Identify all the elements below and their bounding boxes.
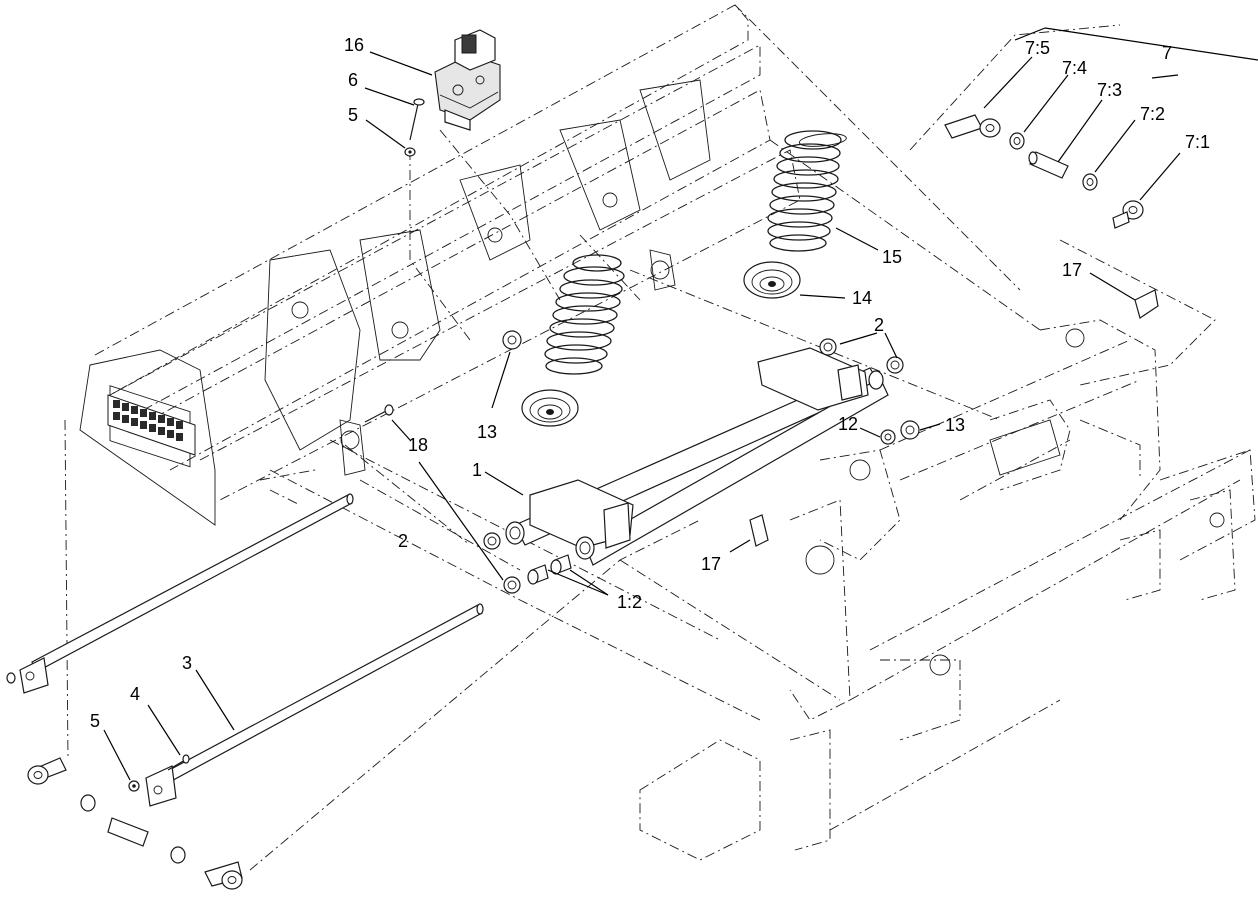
callout-2-lower: 2 bbox=[398, 531, 408, 551]
callout-2-upper: 2 bbox=[874, 315, 884, 335]
tube-part-7-3 bbox=[1028, 151, 1069, 179]
callout-7-1: 7:1 bbox=[1185, 132, 1210, 152]
frame-brackets bbox=[79, 79, 711, 526]
carrier-frame-phantom bbox=[64, 4, 1216, 871]
callout-7-3: 7:3 bbox=[1097, 80, 1122, 100]
spring-seat-part-14 bbox=[743, 261, 801, 299]
washer-part-12 bbox=[880, 429, 896, 445]
callout-16: 16 bbox=[344, 35, 364, 55]
callout-1: 1 bbox=[472, 460, 482, 480]
leader-lines bbox=[103, 51, 1181, 781]
callout-4: 4 bbox=[130, 684, 140, 704]
callout-13-right: 13 bbox=[945, 415, 965, 435]
tie-rod-assembly-part-7 bbox=[944, 27, 1258, 229]
spring-seat-part-14-left bbox=[521, 389, 579, 427]
callout-15: 15 bbox=[882, 247, 902, 267]
clevis-pin-part-6 bbox=[409, 98, 425, 141]
rod-end-part-7-1 bbox=[1112, 200, 1144, 229]
callout-5-upper: 5 bbox=[348, 105, 358, 125]
bushings-part-1-2 bbox=[527, 554, 572, 585]
callout-3: 3 bbox=[182, 653, 192, 673]
jam-nut-part-7-2 bbox=[1082, 173, 1098, 191]
lower-tie-rod bbox=[27, 757, 243, 890]
solenoid-valve-part-16 bbox=[434, 29, 501, 131]
callout-5-lower: 5 bbox=[90, 711, 100, 731]
traction-unit-frame bbox=[639, 319, 1256, 861]
rod-end-part-7-5 bbox=[944, 114, 1001, 139]
warning-decal bbox=[107, 394, 196, 456]
nut-part-5-lower bbox=[128, 780, 140, 792]
nut-part-13-left bbox=[502, 330, 522, 350]
washer-part-5-upper bbox=[404, 147, 416, 157]
upper-rod bbox=[6, 493, 354, 694]
callout-14: 14 bbox=[852, 288, 872, 308]
nut-part-13-right bbox=[900, 420, 920, 440]
callout-17-upper: 17 bbox=[1062, 260, 1082, 280]
callout-6: 6 bbox=[348, 70, 358, 90]
pivot-arm-part-1 bbox=[505, 347, 889, 566]
spring-part-15-left bbox=[544, 254, 625, 375]
washer-part-2-lower bbox=[483, 532, 521, 594]
jam-nut-part-7-4 bbox=[1009, 132, 1025, 150]
callout-7-4: 7:4 bbox=[1062, 58, 1087, 78]
rod-part-3 bbox=[145, 603, 484, 807]
callout-7-5: 7:5 bbox=[1025, 38, 1050, 58]
callout-7: 7 bbox=[1162, 43, 1172, 63]
callout-1-2: 1:2 bbox=[617, 592, 642, 612]
callout-18: 18 bbox=[408, 435, 428, 455]
spring-part-15 bbox=[767, 130, 847, 252]
callout-13-left: 13 bbox=[477, 422, 497, 442]
callout-7-2: 7:2 bbox=[1140, 104, 1165, 124]
spacer-part-17-left bbox=[749, 514, 769, 547]
washer-part-2-upper bbox=[819, 338, 904, 374]
callout-12: 12 bbox=[838, 414, 858, 434]
bolt-part-4 bbox=[167, 754, 190, 771]
spacer-part-17-right bbox=[1134, 289, 1159, 319]
callout-17-lower: 17 bbox=[701, 554, 721, 574]
callout-labels: 16 6 5 7:5 7:4 7 7:3 7:2 7:1 15 17 14 2 … bbox=[90, 35, 1210, 731]
bolt-part-18 bbox=[364, 404, 394, 423]
